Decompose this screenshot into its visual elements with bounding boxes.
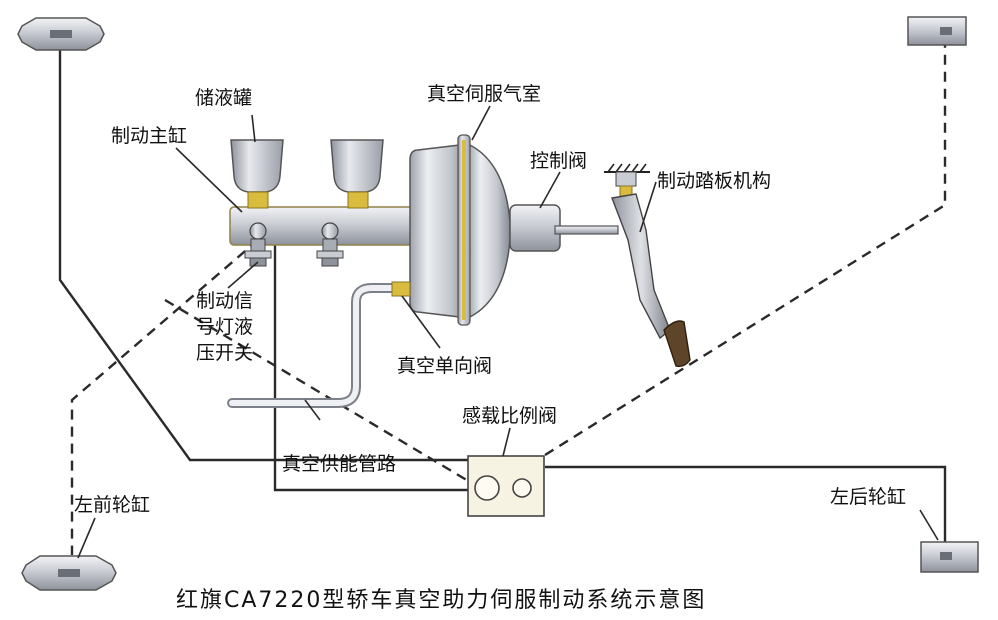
rear-left-wheel-cylinder [920,541,979,573]
label-rear-left-cylinder: 左后轮缸 [830,486,906,508]
label-signal-switch-2: 号灯液 [196,316,253,338]
master-cylinder [229,206,421,267]
front-left-wheel-cylinder [21,555,117,591]
brake-lines [58,45,947,555]
front-left-wheel-top [17,17,105,51]
label-pedal-mechanism: 制动踏板机构 [657,170,771,192]
label-signal-switch-1: 制动信 [196,290,253,312]
label-reservoir: 储液罐 [195,87,252,109]
label-proportioning-valve: 感载比例阀 [462,405,557,427]
reservoir-right [330,139,384,209]
reservoir-left [230,139,284,209]
rear-right-wheel-top [907,16,967,46]
label-master-cylinder: 制动主缸 [111,125,187,147]
proportioning-valve [467,455,545,517]
label-signal-switch-3: 压开关 [196,342,253,364]
vacuum-supply-pipe [227,283,405,408]
label-vacuum-chamber: 真空伺服气室 [427,83,541,105]
label-control-valve: 控制阀 [530,150,587,172]
brake-pedal-mechanism [604,163,691,368]
label-vacuum-pipe: 真空供能管路 [282,453,396,475]
labels: 储液罐 制动主缸 真空伺服气室 控制阀 制动踏板机构 制动信 号灯液 压开关 真… [74,83,906,516]
label-check-valve: 真空单向阀 [397,355,492,377]
leader-lines [77,105,939,559]
vacuum-booster-chamber [391,134,511,326]
diagram-caption: 红旗CA7220型轿车真空助力伺服制动系统示意图 [176,588,706,613]
label-front-left-cylinder: 左前轮缸 [74,494,150,516]
control-valve [509,204,619,252]
